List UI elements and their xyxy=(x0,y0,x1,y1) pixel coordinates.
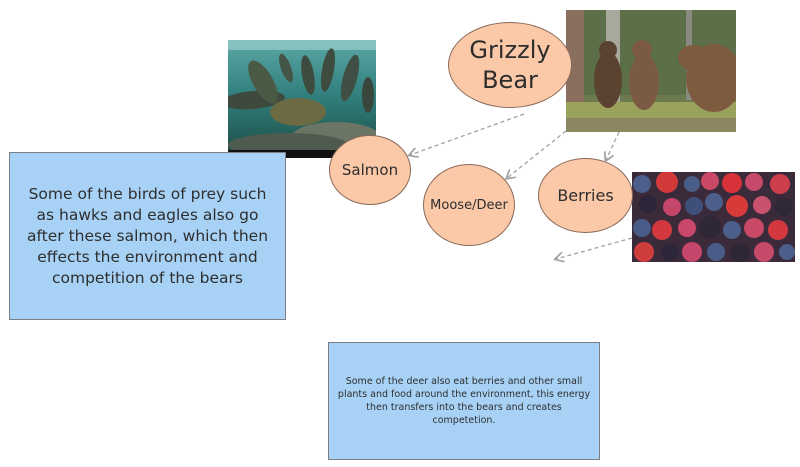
salmon-label: Salmon xyxy=(341,161,399,179)
salmon-note-box[interactable]: Some of the birds of prey such as hawks … xyxy=(9,152,286,320)
grizzly-bear-label-line1: Grizzly xyxy=(469,36,551,64)
moose-deer-label: Moose/Deer xyxy=(430,197,508,213)
berries-label: Berries xyxy=(557,186,614,205)
arrow-bear-to-salmon xyxy=(410,113,525,155)
arrow-bear-to-berries xyxy=(606,131,620,160)
bear-image-icon xyxy=(566,10,736,132)
salmon-note-text: Some of the birds of prey such as hawks … xyxy=(26,184,269,287)
berries-node[interactable]: Berries xyxy=(538,158,633,233)
arrow-berries-to-deer xyxy=(556,237,633,259)
moose-deer-node[interactable]: Moose/Deer xyxy=(423,164,515,246)
berries-photo xyxy=(632,172,795,262)
grizzly-bear-label-line2: Bear xyxy=(482,66,538,94)
salmon-image-icon xyxy=(228,40,376,158)
salmon-node[interactable]: Salmon xyxy=(329,135,411,205)
berries-image-icon xyxy=(632,172,795,262)
deer-note-box[interactable]: Some of the deer also eat berries and ot… xyxy=(328,342,600,460)
deer-note-text: Some of the deer also eat berries and ot… xyxy=(337,376,591,426)
grizzly-bear-node[interactable]: Grizzly Bear xyxy=(448,22,572,108)
bear-photo xyxy=(566,10,736,132)
salmon-photo xyxy=(228,40,376,158)
